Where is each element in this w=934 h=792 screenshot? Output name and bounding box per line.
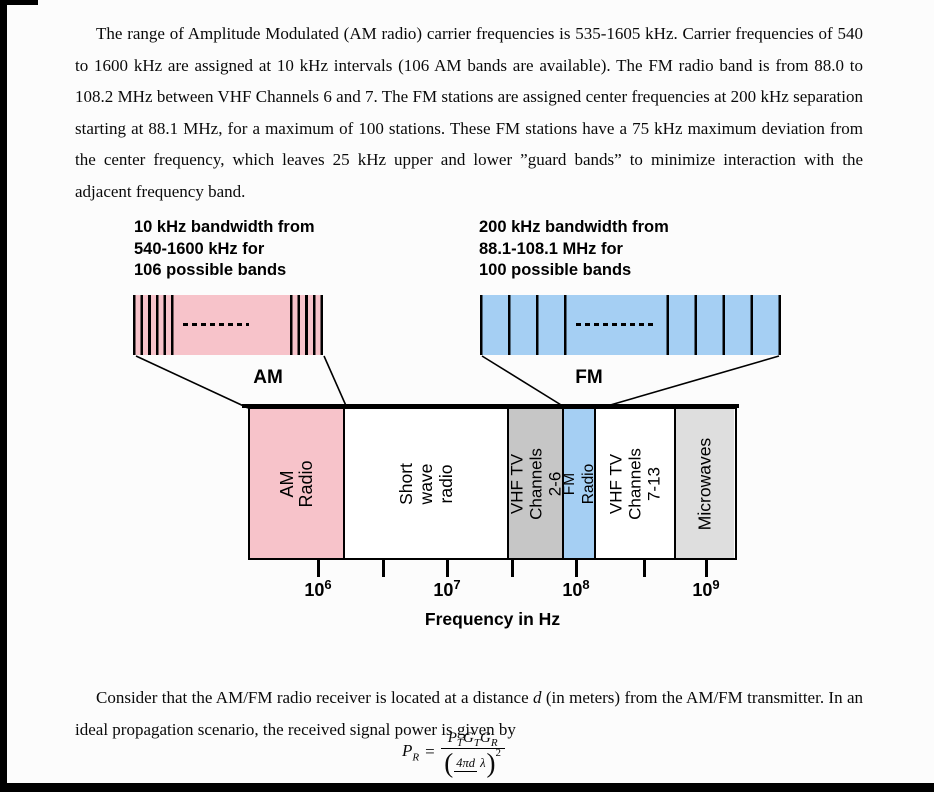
band-label-fm-radio: FM Radio: [561, 463, 597, 504]
tick-label-1e7: 107: [433, 577, 461, 600]
equation-fraction: PTGTGR ( 4πd λ ) 2: [440, 727, 505, 778]
inner-fraction: 4πd λ: [454, 756, 486, 773]
fm-zoom-stripes-left: [480, 295, 568, 355]
page-edge-top: [0, 0, 38, 5]
am-zoom-stripes-right: [285, 295, 323, 355]
receiver-paragraph-text-1: Consider that the AM/FM radio receiver i…: [96, 688, 533, 707]
axis-tick-minor-1: [382, 560, 385, 577]
equation-numerator: PTGTGR: [440, 730, 505, 749]
fm-zoom-ellipsis: [576, 323, 656, 326]
open-paren: (: [444, 748, 454, 778]
inner-numerator: 4πd: [454, 756, 477, 773]
am-zoom-ellipsis: [183, 323, 249, 326]
page-edge-bottom: [0, 783, 934, 792]
band-fm-radio: FM Radio: [561, 409, 597, 558]
tick-label-1e8: 108: [562, 577, 590, 600]
tick-label-1e9: 109: [692, 577, 720, 600]
equals-sign: =: [425, 742, 435, 761]
band-label-vhf-2-6: VHF TV Channels 2-6: [507, 447, 564, 520]
band-label-short-wave: Short wave radio: [396, 462, 456, 505]
spectrum-bar-top-rule: [242, 404, 739, 408]
axis-tick-major-1e7: [446, 560, 449, 577]
fm-zoom-strip: [480, 295, 781, 355]
band-label-vhf-7-13: VHF TV Channels 7-13: [606, 447, 664, 520]
band-am-radio: AM Radio: [250, 409, 345, 558]
close-paren: ): [486, 748, 496, 778]
squared-exponent: 2: [495, 746, 502, 759]
am-bandwidth-callout: 10 kHz bandwidth from 540-1600 kHz for 1…: [134, 218, 315, 279]
receiver-paragraph: Consider that the AM/FM radio receiver i…: [75, 682, 863, 745]
axis-title: Frequency in Hz: [424, 609, 561, 629]
fm-label: FM: [575, 367, 603, 388]
fm-zoom-stripes-right: [665, 295, 781, 355]
receiver-paragraph-text-2: (in meters) from the AM/FM transmitter. …: [75, 688, 863, 739]
intro-paragraph: The range of Amplitude Modulated (AM rad…: [75, 24, 863, 201]
band-microwaves: Microwaves: [676, 409, 734, 558]
page-edge-left: [0, 0, 7, 792]
inner-denominator: λ: [480, 756, 486, 771]
band-label-am-radio: AM Radio: [276, 459, 316, 508]
axis-tick-minor-3: [643, 560, 646, 577]
frequency-spectrum-bar: AM Radio Short wave radio VHF TV Channel…: [248, 407, 737, 560]
distance-variable: d: [533, 688, 542, 707]
band-vhf-2-6: VHF TV Channels 2-6: [507, 409, 564, 558]
am-label: AM: [253, 367, 283, 388]
am-zoom-stripes-left: [133, 295, 177, 355]
tick-label-1e6: 106: [304, 577, 332, 600]
band-label-microwaves: Microwaves: [694, 437, 715, 530]
axis-tick-major-1e9: [705, 560, 708, 577]
received-power-equation: PR = PTGTGR ( 4πd λ ) 2: [402, 727, 505, 777]
equation-lhs: PR: [402, 740, 420, 764]
band-vhf-7-13: VHF TV Channels 7-13: [596, 409, 676, 558]
axis-tick-major-1e8: [575, 560, 578, 577]
equation-denominator: ( 4πd λ ) 2: [441, 746, 505, 778]
band-short-wave: Short wave radio: [345, 409, 509, 558]
fm-bandwidth-callout: 200 kHz bandwidth from 88.1-108.1 MHz fo…: [479, 218, 669, 279]
axis-tick-minor-2: [511, 560, 514, 577]
axis-tick-major-1e6: [317, 560, 320, 577]
am-zoom-strip: [133, 295, 323, 355]
